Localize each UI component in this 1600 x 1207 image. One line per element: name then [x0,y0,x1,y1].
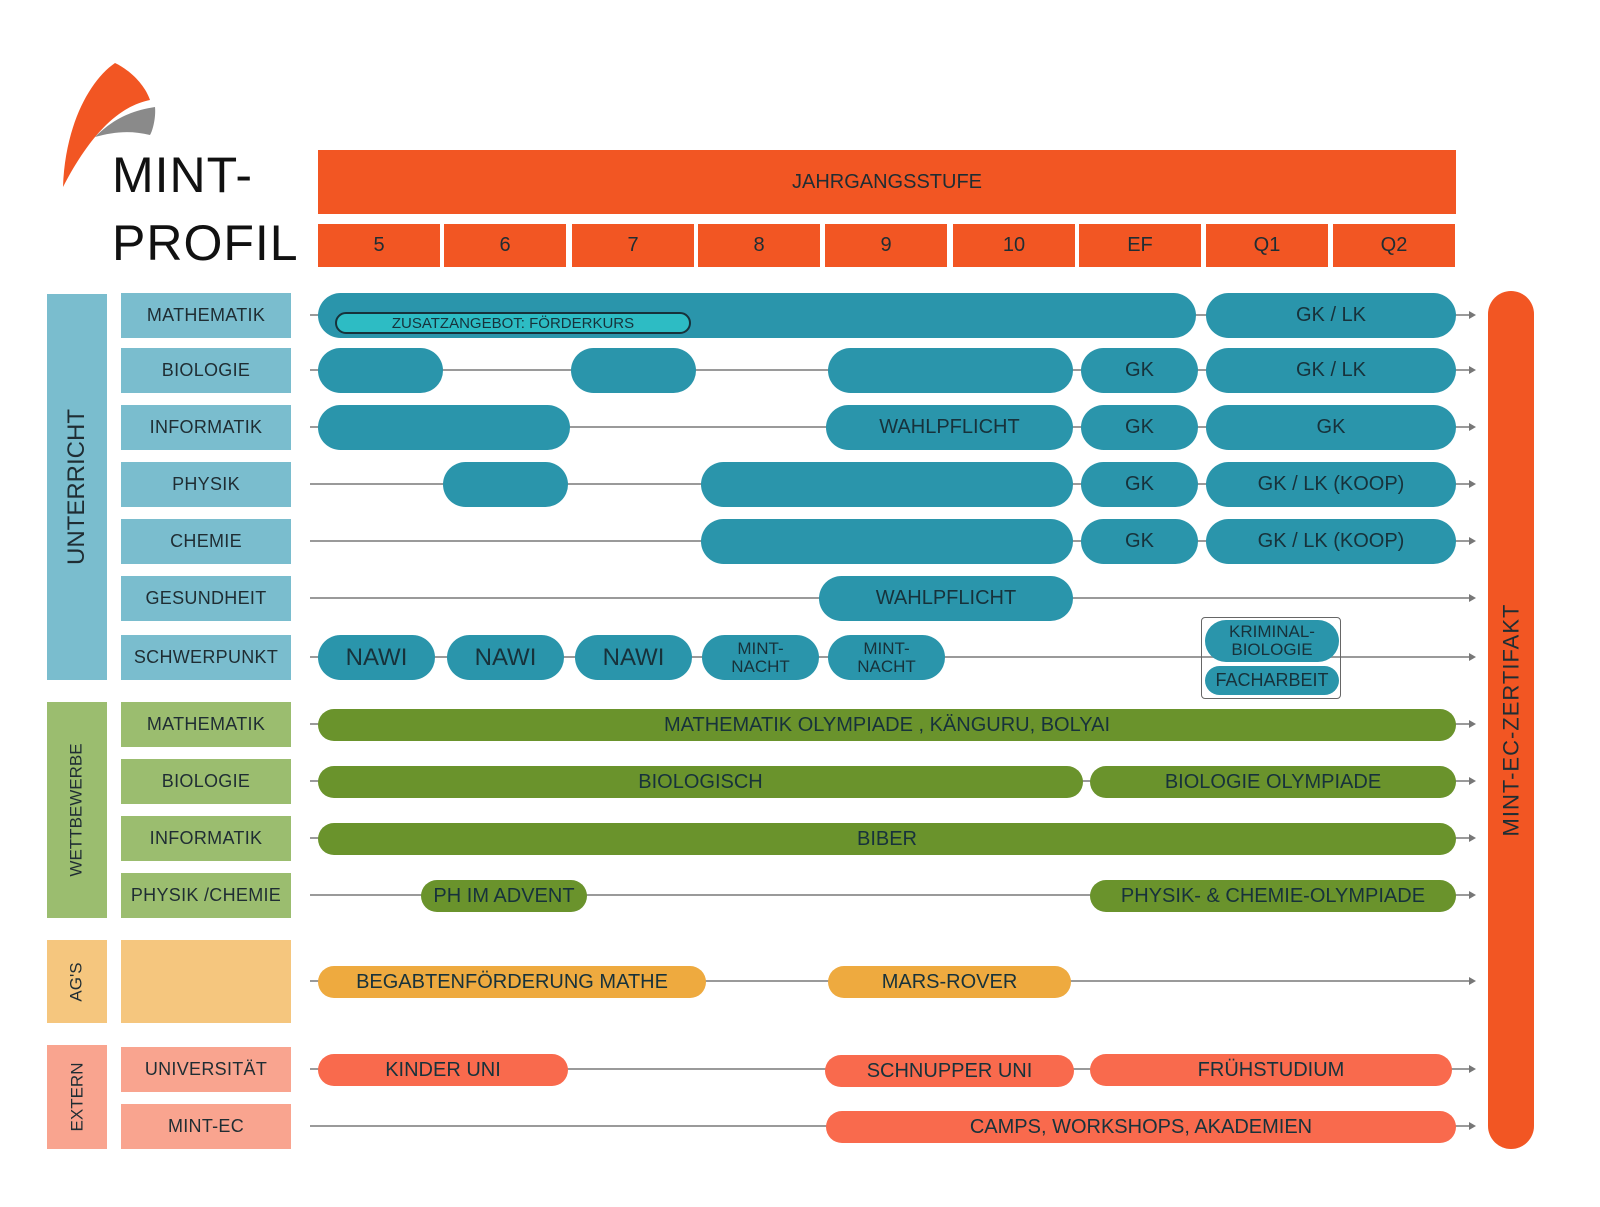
bar-informatik-5-6 [318,405,570,450]
arrow-icon [1469,423,1476,431]
group-label: WETTBEWERBE [67,743,87,877]
row-label-biologie: BIOLOGIE [121,348,291,393]
bar-mathe-olympiade: MATHEMATIK OLYMPIADE , KÄNGURU, BOLYAI [318,709,1456,741]
bar-schnupper-uni: SCHNUPPER UNI [825,1055,1074,1087]
arrow-icon [1469,366,1476,374]
arrow-icon [1469,653,1476,661]
row-label-universitaet: UNIVERSITÄT [121,1047,291,1092]
bar-biologie-olympiade: BIOLOGIE OLYMPIADE [1090,766,1456,798]
bar-informatik-ef: GK [1081,405,1198,450]
row-label-mint-ec: MINT-EC [121,1104,291,1149]
arrow-icon [1469,311,1476,319]
bar-physik-6 [443,462,568,507]
bar-biber: BIBER [318,823,1456,855]
bar-facharbeit: FACHARBEIT [1205,666,1339,695]
arrow-icon [1469,777,1476,785]
title-line2: PROFIL [112,215,299,271]
bar-informatik-q: GK [1206,405,1456,450]
bar-physik-q: GK / LK (KOOP) [1206,462,1456,507]
arrow-icon [1469,977,1476,985]
row-label-mathematik: MATHEMATIK [121,293,291,338]
grade-6: 6 [444,224,566,267]
bar-kinder-uni: KINDER UNI [318,1054,568,1086]
bar-gesundheit-wahlpflicht: WAHLPFLICHT [819,576,1073,621]
row-label-physik: PHYSIK [121,462,291,507]
row-label-chemie: CHEMIE [121,519,291,564]
bar-chemie-8-10 [701,519,1073,564]
grade-8: 8 [698,224,820,267]
title-line1: MINT- [112,147,254,203]
zusatz-foerderkurs: ZUSATZANGEBOT: FÖRDERKURS [335,312,691,334]
group-unterricht: UNTERRICHT [47,294,107,680]
bar-biologie-7 [571,348,696,393]
row-label-wb-physik-chemie: PHYSIK /CHEMIE [121,873,291,918]
row-label-wb-mathematik: MATHEMATIK [121,702,291,747]
bar-begabtenfoerderung: BEGABTENFÖRDERUNG MATHE [318,966,706,998]
row-track [310,894,1470,896]
bar-fruehstudium: FRÜHSTUDIUM [1090,1054,1452,1086]
grade-q2: Q2 [1333,224,1455,267]
arrow-icon [1469,834,1476,842]
arrow-icon [1469,720,1476,728]
group-label: AG'S [67,961,86,1002]
bar-ph-im-advent: PH IM ADVENT [421,880,587,912]
bar-schwerpunkt-mint-nacht-8: MINT-NACHT [702,635,819,680]
bar-biologie-q: GK / LK [1206,348,1456,393]
bar-chemie-q: GK / LK (KOOP) [1206,519,1456,564]
bar-biologie-9-10 [828,348,1073,393]
cert-label: MINT-EC-ZERTIFAKT [1498,603,1523,837]
schwerpunkt-bracket [1201,617,1341,699]
header-title: JAHRGANGSSTUFE [318,150,1456,214]
arrow-icon [1469,594,1476,602]
bar-schwerpunkt-mint-nacht-9: MINT-NACHT [828,635,945,680]
bar-biologie-ef: GK [1081,348,1198,393]
bar-physik-ef: GK [1081,462,1198,507]
group-wettbewerbe: WETTBEWERBE [47,702,107,918]
arrow-icon [1469,1065,1476,1073]
grade-10: 10 [953,224,1075,267]
row-label-gesundheit: GESUNDHEIT [121,576,291,621]
arrow-icon [1469,1122,1476,1130]
arrow-icon [1469,480,1476,488]
bar-physik-8-10 [701,462,1073,507]
bar-biologisch: BIOLOGISCH [318,766,1083,798]
arrow-icon [1469,537,1476,545]
bar-schwerpunkt-nawi-5: NAWI [318,635,435,680]
group-ags: AG'S [47,940,107,1023]
bar-schwerpunkt-nawi-7: NAWI [575,635,692,680]
row-label-wb-informatik: INFORMATIK [121,816,291,861]
bar-biologie-5 [318,348,443,393]
grade-q1: Q1 [1206,224,1328,267]
arrow-icon [1469,891,1476,899]
grade-ef: EF [1079,224,1201,267]
mint-ec-zertifikat: MINT-EC-ZERTIFAKT [1488,291,1534,1149]
row-label-schwerpunkt: SCHWERPUNKT [121,635,291,680]
bar-camps-workshops: CAMPS, WORKSHOPS, AKADEMIEN [826,1111,1456,1143]
row-label-wb-biologie: BIOLOGIE [121,759,291,804]
logo-icon [63,63,156,187]
bar-mathematik-q: GK / LK [1206,293,1456,338]
bar-chemie-ef: GK [1081,519,1198,564]
bar-informatik-wahlpflicht: WAHLPFLICHT [826,405,1073,450]
grade-7: 7 [572,224,694,267]
group-extern: EXTERN [47,1045,107,1149]
bar-physik-chemie-olympiade: PHYSIK- & CHEMIE-OLYMPIADE [1090,880,1456,912]
bar-mars-rover: MARS-ROVER [828,966,1071,998]
row-label-informatik: INFORMATIK [121,405,291,450]
bar-kriminalbiologie: KRIMINAL-BIOLOGIE [1205,620,1339,662]
grade-9: 9 [825,224,947,267]
group-label: UNTERRICHT [63,409,90,565]
bar-schwerpunkt-nawi-6: NAWI [447,635,564,680]
grade-5: 5 [318,224,440,267]
row-label-ags [121,940,291,1023]
group-label: EXTERN [67,1062,86,1132]
